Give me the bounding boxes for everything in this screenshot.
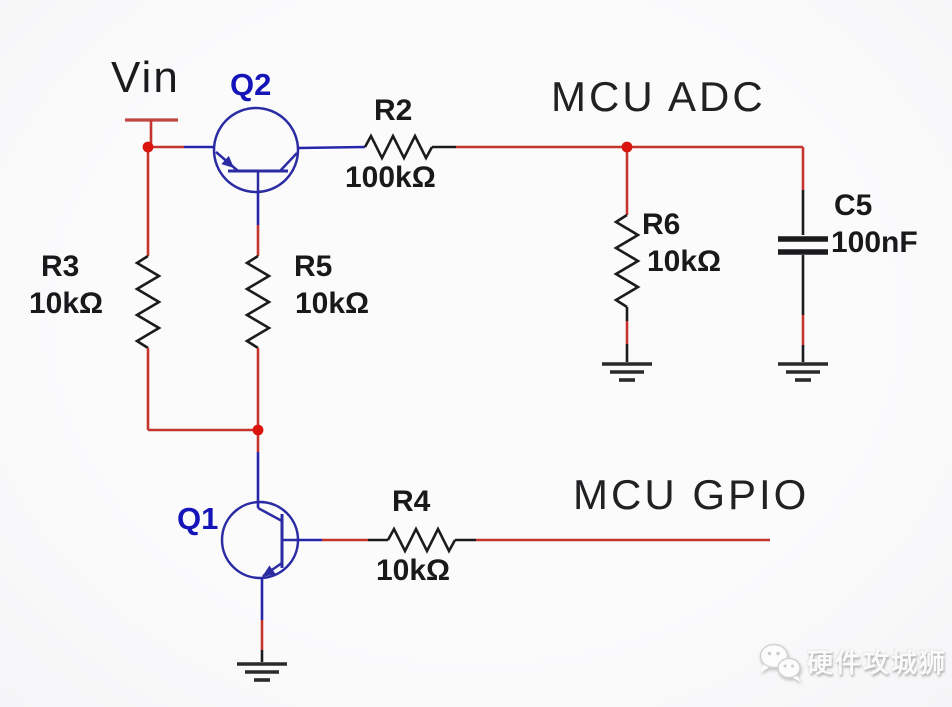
q1-collector-diagonal bbox=[257, 506, 283, 523]
resistor-r2-symbol bbox=[297, 133, 627, 161]
wechat-eye bbox=[783, 664, 787, 668]
wechat-small-bubble bbox=[777, 657, 801, 679]
q2-collector-diagonal bbox=[279, 152, 298, 172]
wire-segment bbox=[297, 145, 366, 150]
r5-value-label: 10kΩ bbox=[295, 287, 370, 320]
base-node-wires bbox=[148, 428, 260, 508]
resistor-r6-symbol bbox=[613, 151, 641, 362]
r5-zigzag bbox=[244, 254, 272, 350]
c5-ref-label: C5 bbox=[834, 189, 873, 222]
r3-zigzag bbox=[134, 254, 162, 350]
q2-body-circle bbox=[212, 106, 300, 194]
q1-ref-label: Q1 bbox=[177, 501, 219, 536]
transistor-q1-symbol bbox=[220, 500, 300, 580]
wechat-icon bbox=[759, 643, 801, 682]
resistor-r3-symbol bbox=[134, 254, 162, 430]
q1-npn-arrow bbox=[262, 565, 276, 577]
wechat-eye bbox=[791, 664, 794, 668]
r3-ref-label: R3 bbox=[41, 250, 80, 283]
resistor-r4-symbol bbox=[298, 526, 770, 554]
watermark-text: 硬件攻城狮 bbox=[807, 648, 948, 678]
adc-net-wires bbox=[627, 145, 805, 235]
wechat-eye bbox=[767, 651, 772, 656]
c5-value-label: 100nF bbox=[831, 226, 918, 259]
r6-value-label: 10kΩ bbox=[647, 245, 722, 278]
r5-ref-label: R5 bbox=[294, 250, 333, 283]
r2-value-label: 100kΩ bbox=[345, 161, 436, 194]
vin-net-wires bbox=[146, 145, 215, 256]
junction-dot-base-node bbox=[252, 424, 264, 436]
ground-symbol-c5 bbox=[778, 362, 828, 382]
resistor-r5-symbol bbox=[244, 254, 272, 427]
junction-dot-vin bbox=[142, 141, 154, 153]
r3-value-label: 10kΩ bbox=[29, 287, 104, 320]
mcu-adc-label: MCU ADC bbox=[551, 73, 766, 120]
transistor-q2-symbol bbox=[212, 106, 300, 194]
ground-symbol-q1 bbox=[237, 662, 287, 682]
r6-ref-label: R6 bbox=[642, 208, 681, 241]
mcu-gpio-label: MCU GPIO bbox=[573, 471, 810, 518]
r4-ref-label: R4 bbox=[392, 485, 431, 518]
r2-ref-label: R2 bbox=[374, 94, 413, 127]
r4-value-label: 10kΩ bbox=[376, 554, 451, 587]
q2-ref-label: Q2 bbox=[230, 67, 272, 102]
junction-dot-adc bbox=[621, 141, 633, 153]
vin-label: Vin bbox=[111, 53, 180, 102]
r2-zigzag bbox=[363, 133, 434, 161]
wechat-eye bbox=[776, 651, 780, 656]
ground-symbol-r6 bbox=[602, 362, 652, 382]
r4-zigzag bbox=[386, 526, 457, 554]
capacitor-c5-symbol bbox=[778, 236, 828, 362]
r6-zigzag bbox=[613, 213, 641, 309]
q2-pnp-arrow bbox=[221, 155, 234, 168]
vin-power-rail bbox=[125, 118, 178, 146]
